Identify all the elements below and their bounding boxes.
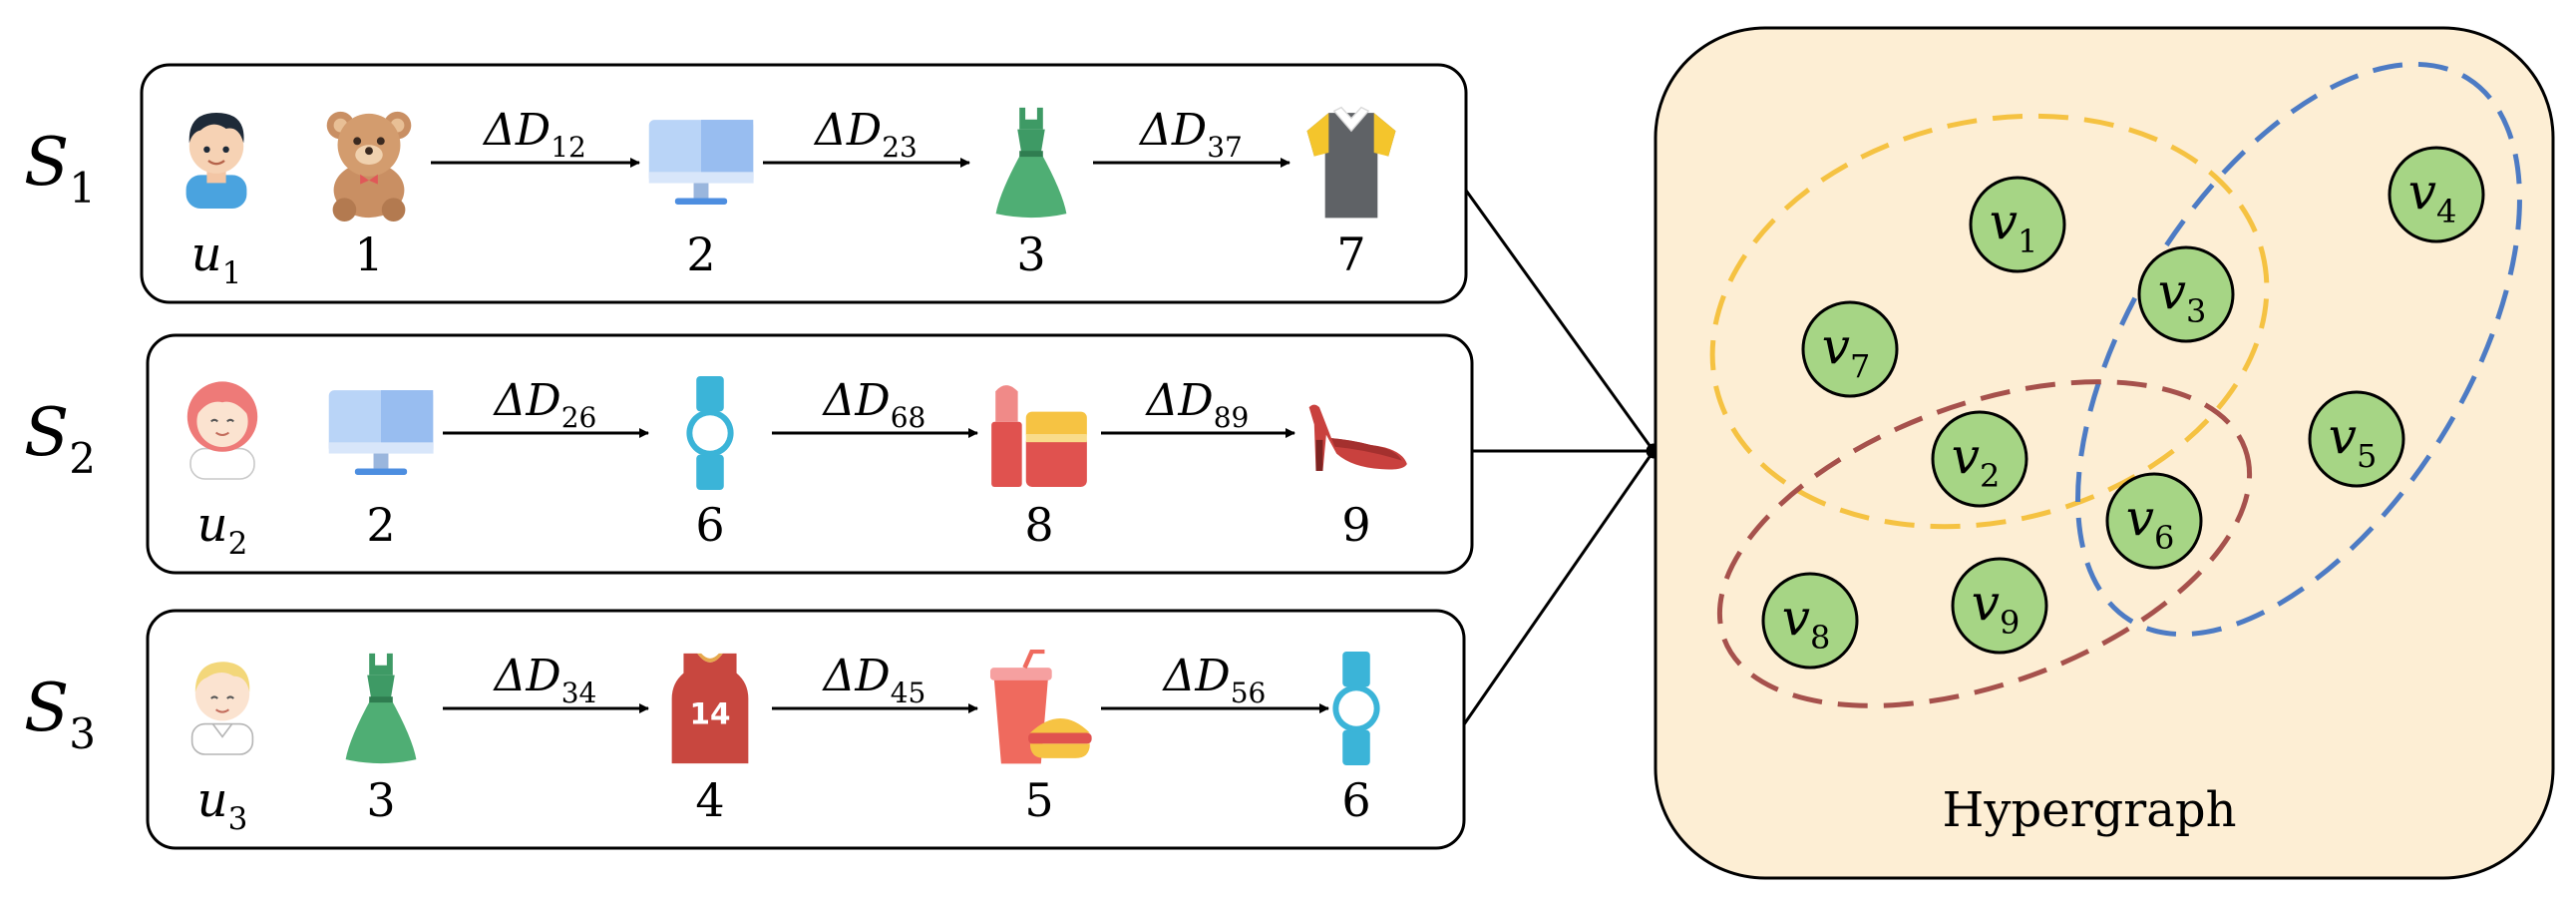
node-label: v7 [1822, 317, 1871, 385]
delta-label: ΔD68 [822, 375, 926, 434]
item-id: 5 [1024, 773, 1053, 827]
item-id: 2 [366, 498, 395, 552]
man-avatar-icon [190, 660, 254, 756]
delta-label: ΔD23 [813, 105, 918, 164]
sequence-box [146, 333, 1474, 575]
girl-avatar-icon [185, 380, 259, 481]
item-id: 6 [1341, 773, 1370, 827]
delta-label: ΔD26 [493, 375, 597, 434]
item-id: 4 [695, 773, 724, 827]
item-id: 7 [1336, 227, 1365, 281]
node-label: v8 [1782, 589, 1831, 657]
delta-label: ΔD56 [1162, 651, 1267, 709]
node-v5: v5 [2308, 390, 2405, 488]
connector-s3 [1462, 450, 1656, 725]
item-3: 3 [345, 653, 417, 827]
user-label: u1 [191, 226, 242, 291]
sequence-label: S1 [24, 124, 96, 213]
item-id: 3 [366, 773, 395, 827]
item-id: 8 [1024, 498, 1053, 552]
node-v6: v6 [2105, 472, 2203, 570]
hyperedge-yellow [1709, 113, 2270, 530]
item-2: 2 [648, 120, 754, 281]
sequence-row-1: S1 u1 1 2 3 7 ΔD12 ΔD23 ΔD37 [24, 63, 1468, 304]
connector-s1 [1462, 187, 1656, 452]
node-v4: v4 [2388, 146, 2485, 243]
item-6: 6 [1332, 651, 1380, 827]
node-v2: v2 [1931, 410, 2028, 508]
node-v3: v3 [2137, 245, 2235, 343]
node-v8: v8 [1761, 572, 1859, 670]
hypergraph-panel: v1 v2 v3 v4 v5 v6 v7 v8 v9 Hypergraph [1654, 26, 2555, 880]
node-label: v2 [1952, 427, 2001, 495]
hypergraph-background [1654, 26, 2555, 880]
item-id: 1 [354, 227, 383, 281]
item-2: 2 [328, 390, 434, 552]
item-id: 2 [686, 227, 715, 281]
delta-label: ΔD12 [482, 105, 586, 164]
sequence-row-2: S2 u2 2 6 8 9 ΔD26 ΔD68 ΔD89 [24, 333, 1474, 575]
user-label: u3 [197, 772, 248, 837]
sequence-label: S3 [24, 670, 96, 758]
item-6: 6 [686, 375, 734, 552]
boy-avatar-icon [184, 111, 248, 211]
delta-label: ΔD89 [1145, 375, 1250, 434]
delta-label: ΔD37 [1138, 105, 1243, 164]
item-id: 6 [695, 498, 724, 552]
sequence-row-3: S3 u3 3 4 5 6 ΔD34 ΔD45 ΔD56 [24, 609, 1466, 850]
item-7: 7 [1305, 106, 1397, 281]
delta-label: ΔD45 [822, 651, 926, 709]
node-label: v5 [2329, 407, 2378, 475]
item-1: 1 [326, 111, 412, 281]
item-5: 5 [990, 652, 1092, 827]
item-3: 3 [995, 107, 1067, 281]
connectors [1462, 187, 1661, 725]
hyperedge-red [1716, 379, 2253, 708]
item-id: 3 [1016, 227, 1045, 281]
node-label: v1 [1990, 193, 2038, 260]
item-id: 9 [1341, 498, 1370, 552]
node-v9: v9 [1951, 557, 2048, 655]
item-9: 9 [1308, 404, 1407, 552]
node-label: v6 [2126, 489, 2175, 557]
node-v7: v7 [1801, 300, 1899, 398]
sequence-label: S2 [24, 394, 96, 483]
sequence-box [140, 63, 1468, 304]
delta-label: ΔD34 [493, 651, 597, 709]
node-label: v9 [1972, 574, 2021, 642]
item-8: 8 [991, 385, 1087, 552]
user-label: u2 [197, 497, 248, 562]
node-label: v3 [2158, 262, 2207, 330]
sequence-box [146, 609, 1466, 850]
node-label: v4 [2408, 163, 2457, 230]
item-4: 4 [671, 653, 749, 827]
hypergraph-title: Hypergraph [1943, 782, 2237, 838]
node-v1: v1 [1969, 176, 2066, 273]
